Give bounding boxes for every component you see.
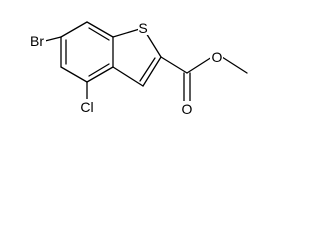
bond-c4-c5 bbox=[60, 66, 88, 83]
bond-c7-c7a bbox=[86, 21, 114, 38]
sulfur-label-bg bbox=[138, 20, 149, 35]
bromine-atom-label: Br bbox=[30, 33, 44, 49]
bond-c6-c7 bbox=[60, 21, 88, 38]
bond-c3-c3a bbox=[112, 66, 144, 87]
benzene-ring bbox=[60, 21, 114, 83]
chlorine-atom-label: Cl bbox=[80, 99, 93, 115]
substituent-bonds bbox=[44, 36, 248, 104]
sulfur-atom-label: S bbox=[138, 20, 147, 36]
chemical-structure-diagram: S Br Cl O O bbox=[28, 20, 248, 117]
bond-o-ester-methyl bbox=[221, 56, 248, 74]
bromine-label-bg bbox=[28, 33, 46, 48]
atom-labels: S Br Cl O O bbox=[28, 20, 223, 117]
bond-c2-carbonyl-c bbox=[160, 56, 188, 74]
bond-c5-br bbox=[44, 36, 62, 42]
ester-oxygen-label-bg bbox=[210, 49, 223, 64]
bond-c7-c7a-inner bbox=[88, 27, 110, 41]
bond-c3a-c4-inner bbox=[88, 63, 110, 77]
carbonyl-oxygen-label-bg bbox=[181, 101, 194, 116]
bond-c3a-c4 bbox=[86, 66, 114, 83]
bond-carbonyl-c-o-ester bbox=[186, 56, 213, 74]
bond-c2-c3 bbox=[142, 56, 162, 87]
thiophene-ring bbox=[112, 27, 162, 87]
ester-oxygen-atom-label: O bbox=[212, 49, 223, 65]
carbonyl-oxygen-atom-label: O bbox=[182, 101, 193, 117]
chlorine-label-bg bbox=[78, 99, 96, 114]
bond-c2-c3-inner bbox=[139, 57, 156, 82]
